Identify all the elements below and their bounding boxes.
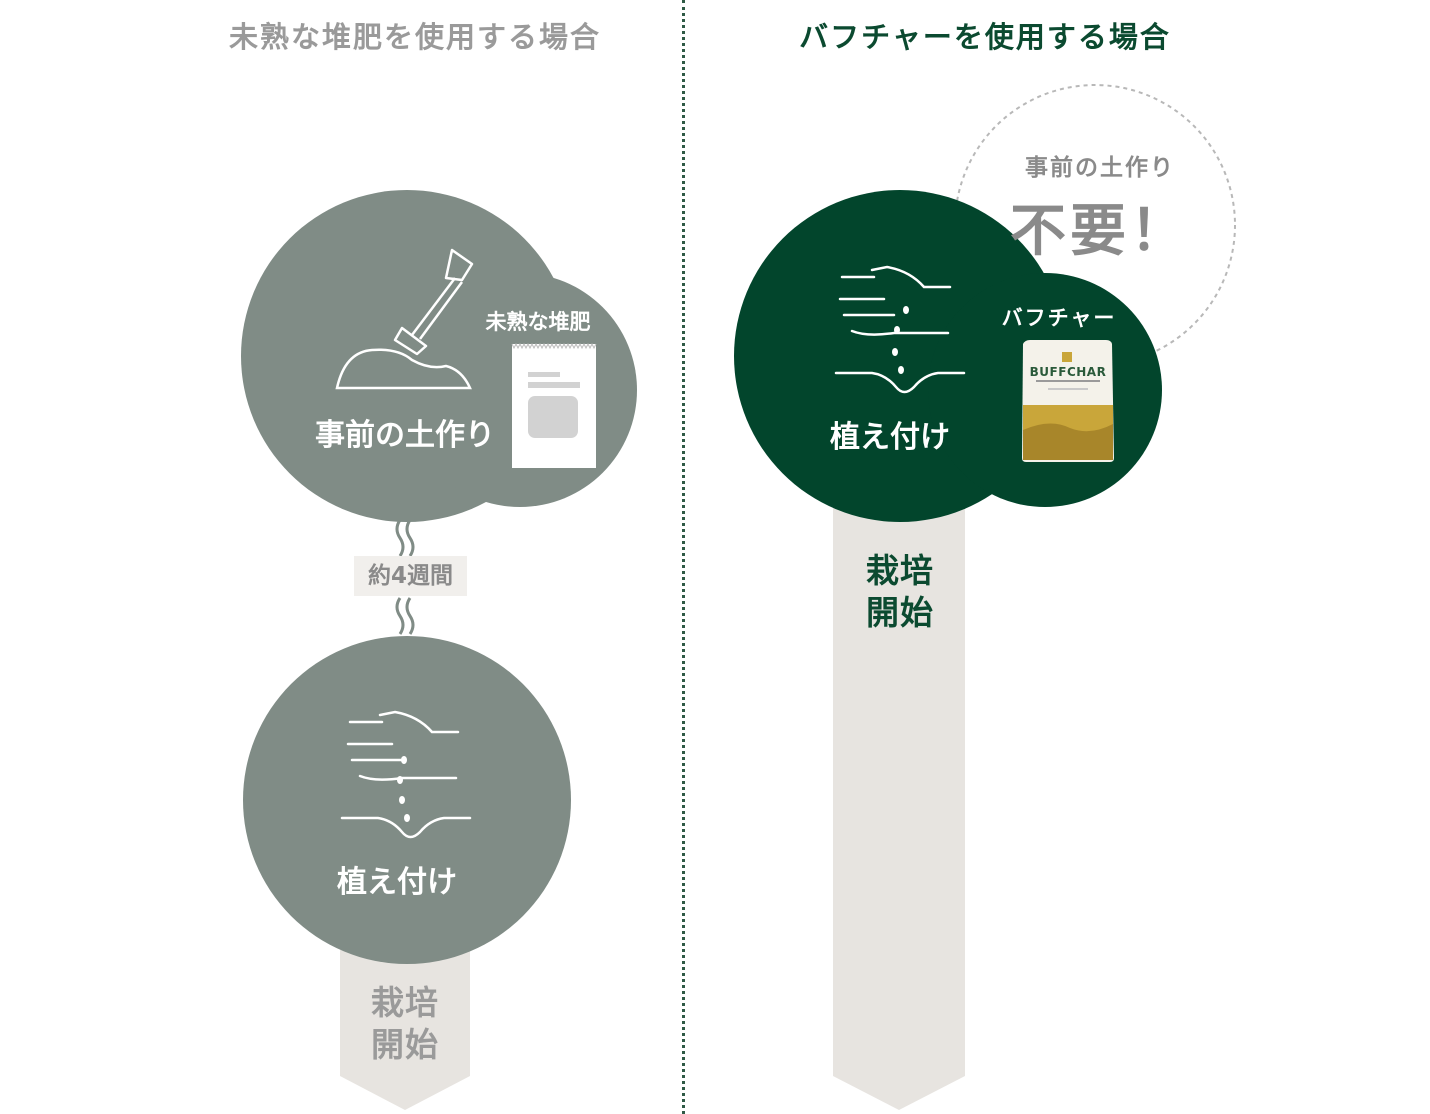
left-step1-label: 事前の土作り: [315, 418, 495, 453]
left-result-label: 栽培 開始: [345, 982, 465, 1066]
left-result-arrow: [340, 950, 470, 1110]
compost-bag-icon: [511, 342, 597, 468]
callout-big-text: 不要！: [1010, 199, 1190, 264]
left-step2-circle: [243, 636, 571, 964]
left-heading: 未熟な堆肥を使用する場合: [228, 20, 601, 54]
sowing-hand-icon: [834, 265, 966, 394]
buffchar-bag-icon: [1022, 340, 1114, 462]
product-label: バフチャー: [1001, 306, 1117, 330]
duration-badge: 約4週間: [354, 556, 467, 596]
left-result-line2: 開始: [371, 1025, 439, 1064]
bag-brand-text: BUFFCHAR: [1029, 365, 1107, 379]
left-step2-label: 植え付け: [337, 865, 457, 900]
column-divider: [682, 0, 685, 1114]
right-result-line1: 栽培: [866, 551, 934, 590]
compost-label: 未熟な堆肥: [485, 310, 591, 334]
right-result-label: 栽培 開始: [840, 550, 960, 634]
right-step-label: 植え付け: [830, 420, 950, 455]
sowing-hand-icon: [340, 710, 472, 839]
right-result-line2: 開始: [866, 593, 934, 632]
right-result-arrow: [833, 505, 965, 1110]
soil-mound-icon: [335, 348, 472, 390]
callout-small-text: 事前の土作り: [1025, 155, 1175, 181]
right-heading: バフチャーを使用する場合: [799, 20, 1171, 54]
wavy-connector-icon: [395, 519, 415, 635]
shovel-icon: [393, 248, 474, 356]
left-result-line1: 栽培: [371, 983, 439, 1022]
